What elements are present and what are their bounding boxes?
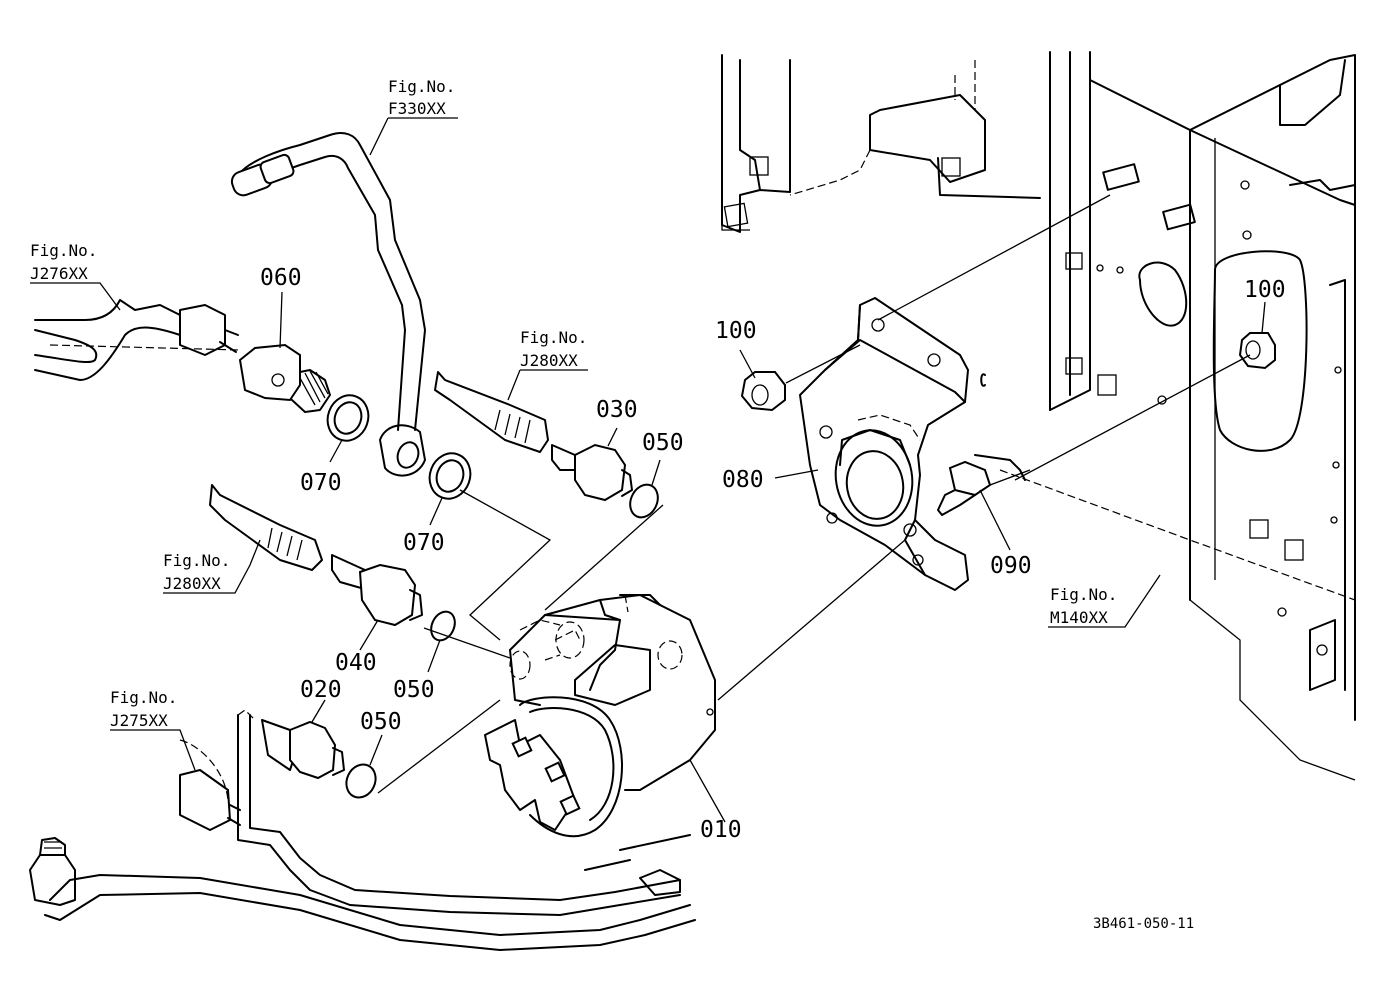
part-label-050: 050 — [360, 709, 402, 735]
fig-ref-f330: Fig.No. F330XX — [388, 77, 455, 118]
fig-ref-label: Fig.No. — [163, 551, 230, 570]
part-090-bolt — [937, 460, 992, 516]
part-label-100: 100 — [1244, 277, 1286, 303]
assembly-lines — [377, 194, 1251, 794]
fig-ref-j280-top: Fig.No. J280XX — [520, 328, 587, 370]
leader-lines — [30, 117, 1266, 823]
part-label-040: 040 — [335, 650, 377, 676]
fig-ref-label: Fig.No. — [1050, 585, 1117, 604]
pipe-j275 — [29, 709, 696, 951]
part-label-050: 050 — [393, 677, 435, 703]
part-label-070: 070 — [300, 470, 342, 496]
part-020-adapter — [261, 719, 345, 780]
fig-ref-label: Fig.No. — [388, 77, 455, 96]
part-label-060: 060 — [260, 265, 302, 291]
part-070-washers — [326, 394, 472, 500]
fig-ref-j280-left: Fig.No. J280XX — [163, 551, 230, 593]
fig-ref-j275: Fig.No. J275XX — [110, 688, 177, 730]
part-030-adapter — [551, 443, 633, 502]
fig-ref-code: J276XX — [30, 264, 88, 283]
part-label-030: 030 — [596, 397, 638, 423]
part-label-100: 100 — [715, 318, 757, 344]
pipe-f330 — [230, 132, 426, 431]
chassis-frame — [721, 51, 1356, 781]
fig-ref-label: Fig.No. — [520, 328, 587, 347]
fig-ref-j276: Fig.No. J276XX — [30, 241, 97, 283]
part-number-labels: 060 070 070 030 050 040 050 020 050 010 … — [260, 265, 1286, 843]
part-label-070: 070 — [403, 530, 445, 556]
part-080-bracket — [799, 297, 969, 591]
drawing-code: 3B461-050-11 — [1093, 916, 1194, 932]
part-label-090: 090 — [990, 553, 1032, 579]
part-050-o-rings — [345, 483, 659, 799]
part-label-050: 050 — [642, 430, 684, 456]
fig-ref-code: J275XX — [110, 711, 168, 730]
fig-ref-label: Fig.No. — [30, 241, 97, 260]
part-060-banjo-bolt — [238, 343, 331, 413]
part-010-hydraulic-motor — [484, 594, 716, 838]
part-label-010: 010 — [700, 817, 742, 843]
fig-ref-label: Fig.No. — [110, 688, 177, 707]
part-040-adapter — [331, 554, 423, 627]
fitting-j280-top — [434, 371, 549, 453]
part-100-nuts — [740, 332, 1276, 412]
fig-ref-m140: Fig.No. M140XX — [1050, 585, 1117, 627]
fig-ref-code: J280XX — [520, 351, 578, 370]
fig-ref-code: J280XX — [163, 574, 221, 593]
part-label-020: 020 — [300, 677, 342, 703]
part-label-080: 080 — [722, 467, 764, 493]
pipe-j276 — [34, 299, 241, 381]
fitting-j280-left — [209, 484, 323, 571]
fig-ref-code: M140XX — [1050, 608, 1108, 627]
fig-ref-code: F330XX — [388, 99, 446, 118]
